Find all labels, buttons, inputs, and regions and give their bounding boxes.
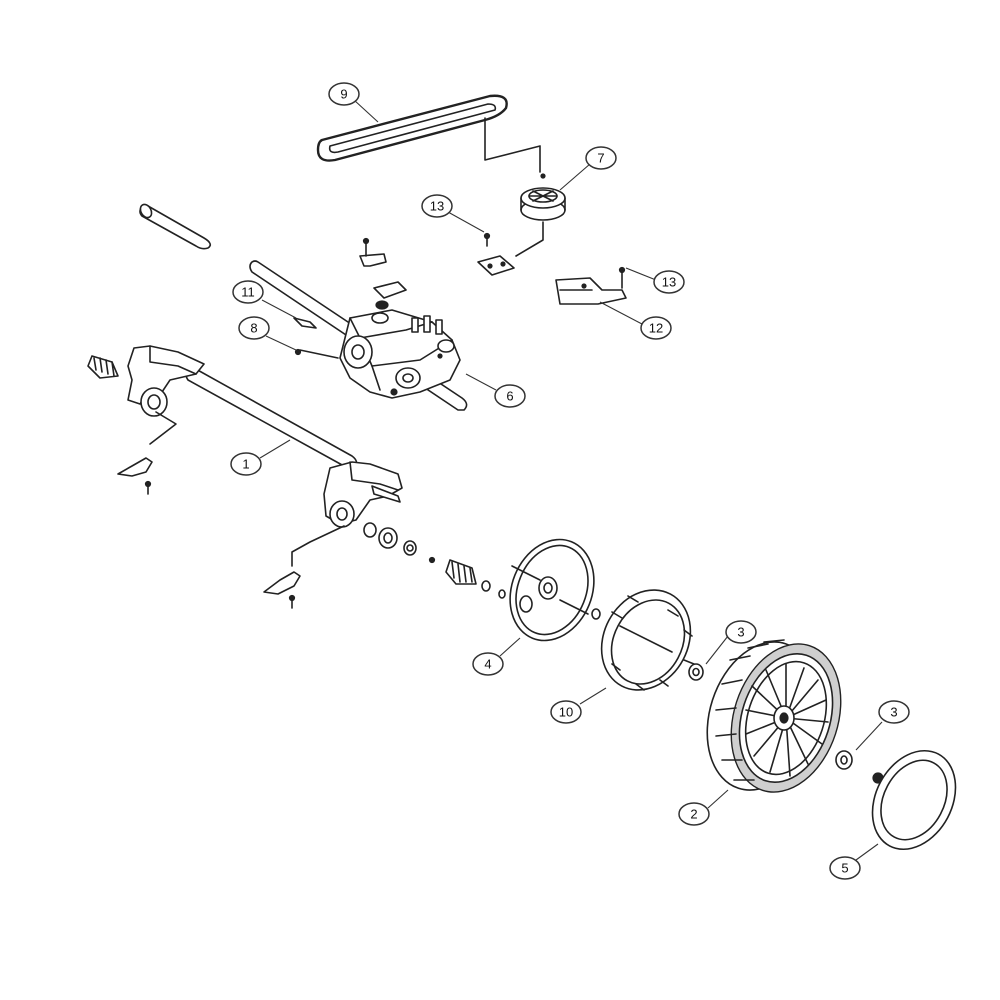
leader-lines [259, 99, 883, 861]
gearbox-part [249, 237, 468, 411]
callout-label: 11 [241, 285, 255, 300]
callout-label: 2 [690, 807, 697, 822]
callout-9: 9 [328, 82, 360, 106]
hub-plate-part [509, 538, 601, 642]
callout-3-outer: 3 [878, 700, 910, 724]
callout-6: 6 [494, 384, 526, 408]
callout-4: 4 [472, 652, 504, 676]
bracket-part [555, 266, 627, 305]
callout-label: 1 [242, 457, 249, 472]
callout-5: 5 [829, 856, 861, 880]
pulley-part [520, 173, 566, 221]
callout-2: 2 [678, 802, 710, 826]
bearing-inner-part [688, 663, 704, 681]
callout-13-lower: 13 [653, 270, 685, 294]
callout-7: 7 [585, 146, 617, 170]
callout-label: 6 [506, 389, 513, 404]
bearing-outer-part [835, 750, 884, 784]
callout-label: 13 [662, 275, 676, 290]
callout-label: 8 [250, 321, 257, 336]
callout-10: 10 [550, 700, 582, 724]
pinion-gear-part [428, 556, 506, 599]
callout-8: 8 [238, 316, 270, 340]
mounting-plate-part [477, 232, 515, 276]
callout-label: 3 [737, 625, 744, 640]
axle-frame-part [87, 345, 403, 528]
wheel-part [706, 639, 842, 793]
callout-label: 9 [340, 87, 347, 102]
callout-label: 5 [841, 861, 848, 876]
callout-12: 12 [640, 316, 672, 340]
callout-1: 1 [230, 452, 262, 476]
pin-part [294, 348, 339, 359]
callout-label: 4 [484, 657, 491, 672]
assembly-path-belt [484, 117, 541, 173]
assembly-path-pulley [515, 221, 544, 257]
ring-gear-part [600, 589, 695, 691]
tube-part [139, 203, 212, 250]
callout-label: 12 [649, 321, 663, 336]
callout-11: 11 [232, 280, 264, 304]
callout-label: 10 [559, 705, 573, 720]
callout-3-inner: 3 [725, 620, 757, 644]
washer-stack-part [363, 522, 417, 556]
height-lever-left-part [117, 411, 177, 495]
hub-cap-part [871, 749, 957, 851]
callout-13-upper: 13 [421, 194, 453, 218]
callout-label: 13 [430, 199, 444, 214]
callout-label: 3 [890, 705, 897, 720]
clip-part [293, 317, 317, 329]
callout-label: 7 [597, 151, 604, 166]
height-lever-right-part [263, 525, 345, 609]
